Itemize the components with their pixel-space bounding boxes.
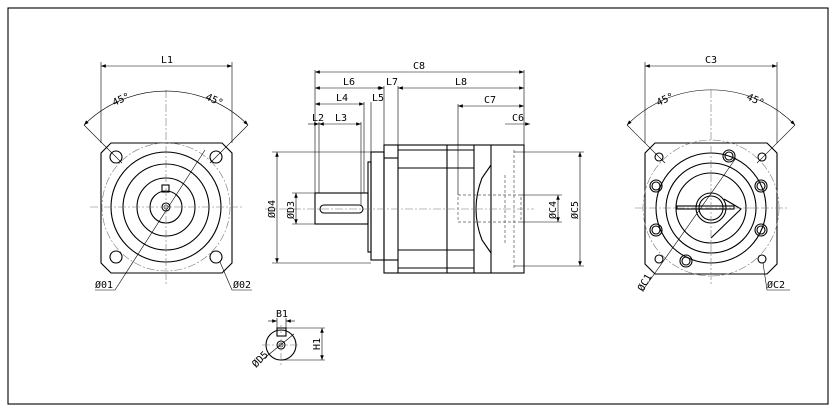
dim-D4: ØD4	[266, 200, 278, 218]
dim-L8: L8	[455, 77, 467, 88]
output-shaft	[314, 192, 369, 225]
dim-L6: L6	[343, 77, 355, 88]
dim-L4: L4	[336, 93, 348, 104]
dim-C3: C3	[705, 55, 717, 66]
dim-D2: Ø02	[233, 279, 251, 291]
mount-hole	[109, 250, 123, 264]
angle-label: 45°	[655, 91, 676, 109]
dim-C4: ØC4	[547, 201, 559, 219]
angle-label: 45°	[745, 92, 766, 110]
dim-B1: B1	[276, 309, 288, 320]
dim-C5: ØC5	[569, 201, 581, 219]
dim-L7: L7	[386, 77, 398, 88]
dim-L5: L5	[372, 93, 384, 104]
rear-view: C3 45° 45° ØC1 ØC2	[626, 55, 796, 294]
key-icon	[161, 184, 170, 193]
dim-C6: C6	[512, 113, 524, 124]
mount-hole	[209, 250, 223, 264]
side-view: C8 L6 L7 L8 L4 L5 C7 L2 L3 C6 ØD4 ØD3 ØC…	[265, 61, 584, 274]
drawing-frame	[7, 7, 829, 405]
angle-label: 45°	[111, 91, 132, 109]
dim-L1: L1	[161, 55, 173, 66]
dim-C7: C7	[484, 95, 496, 106]
angle-label: 45°	[204, 92, 225, 110]
front-view: L1 45° 45° Ø01 Ø02	[83, 55, 252, 291]
dim-D1: Ø01	[95, 279, 113, 291]
dim-L3: L3	[335, 113, 347, 124]
mount-holes	[649, 149, 768, 268]
dim-C8: C8	[413, 61, 425, 72]
mount-hole	[209, 150, 223, 164]
mount-hole	[109, 150, 123, 164]
dim-D3: ØD3	[285, 201, 297, 219]
dim-C2: ØC2	[767, 279, 785, 291]
dim-L2: L2	[312, 113, 324, 124]
key-detail-view: B1 H1 ØD5	[250, 309, 325, 370]
dim-H1: H1	[312, 338, 323, 350]
dim-C1: ØC1	[635, 272, 654, 294]
